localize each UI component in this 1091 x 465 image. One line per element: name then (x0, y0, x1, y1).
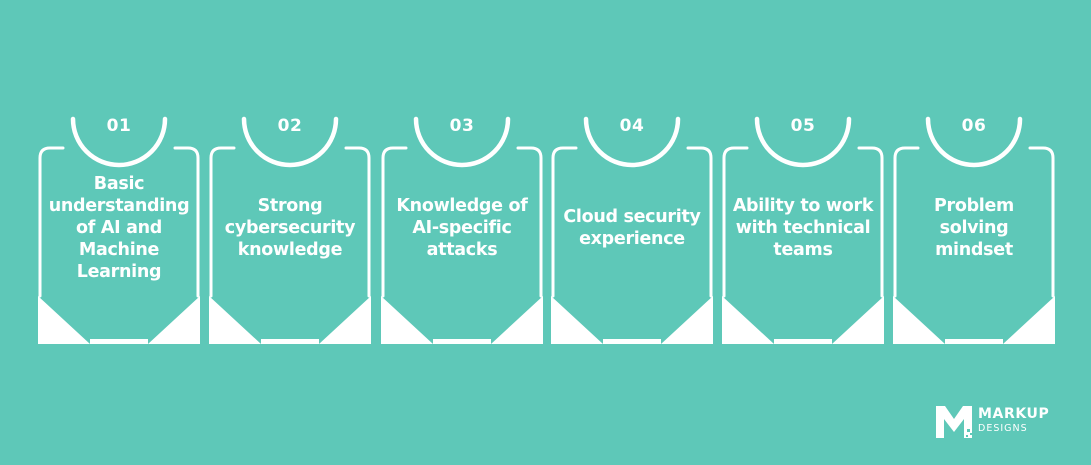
step-number: 01 (106, 116, 132, 136)
card-frame (722, 116, 884, 344)
step-number: 02 (277, 116, 303, 136)
card-frame (38, 116, 200, 344)
card-frame (551, 116, 713, 344)
card-frame (893, 116, 1055, 344)
brand-logo: MARKUP DESIGNS (934, 402, 1064, 442)
step-number: 05 (790, 116, 816, 136)
step-number: 03 (449, 116, 475, 136)
step-card-02: 02 Strong cybersecurity knowledge (209, 110, 371, 346)
card-frame (381, 116, 543, 344)
step-label: Knowledge of AI-specific attacks (396, 196, 528, 260)
card-frame (209, 116, 371, 344)
step-card-01: 01 Basic understanding of AI and Machine… (38, 110, 200, 346)
step-label: Strong cybersecurity knowledge (224, 196, 356, 260)
step-card-03: 03 Knowledge of AI-specific attacks (381, 110, 543, 346)
step-card-05: 05 Ability to work with technical teams (722, 110, 884, 346)
step-card-04: 04 Cloud security experience (551, 110, 713, 346)
step-number: 04 (619, 116, 645, 136)
step-number: 06 (961, 116, 987, 136)
step-label: Ability to work with technical teams (732, 196, 874, 260)
brand-sub: DESIGNS (978, 423, 1028, 434)
brand-name: MARKUP (978, 406, 1050, 422)
step-label: Basic understanding of AI and Machine Le… (48, 174, 190, 282)
markup-m-logo-icon (936, 406, 972, 438)
step-card-06: 06 Problem solving mindset (893, 110, 1055, 346)
step-label: Cloud security experience (563, 207, 701, 249)
step-label: Problem solving mindset (933, 196, 1014, 260)
